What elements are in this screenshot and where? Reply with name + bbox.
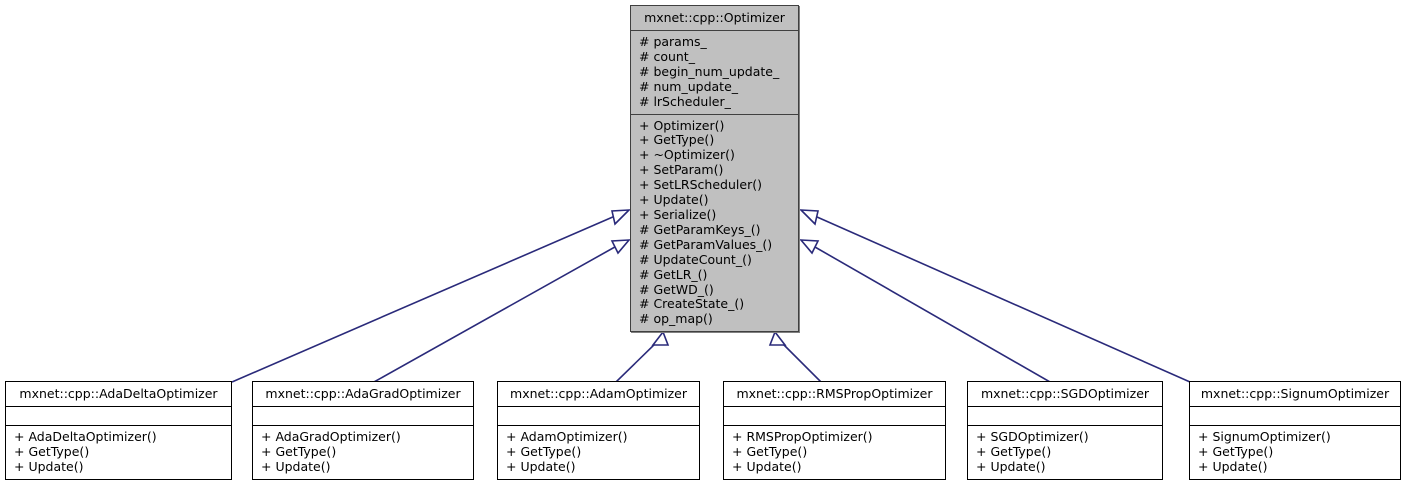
method-item: # CreateState_() bbox=[639, 296, 745, 312]
method-item: + Update() bbox=[976, 458, 1046, 474]
method-item: + GetType() bbox=[732, 443, 808, 459]
edge-adadelta-to-optimizer bbox=[231, 209, 632, 383]
class-title-adadeltaoptimizer: mxnet::cpp::AdaDeltaOptimizer bbox=[6, 382, 231, 407]
class-attributes-adadeltaoptimizer bbox=[6, 407, 231, 426]
method-item: + Update() bbox=[639, 192, 709, 208]
class-title-optimizer: mxnet::cpp::Optimizer bbox=[631, 6, 798, 31]
edge-sgd-to-optimizer bbox=[799, 239, 1051, 383]
class-box-adagradoptimizer[interactable]: mxnet::cpp::AdaGradOptimizer + AdaGradOp… bbox=[252, 381, 474, 480]
class-title-adagradoptimizer: mxnet::cpp::AdaGradOptimizer bbox=[253, 382, 473, 407]
class-box-adamoptimizer[interactable]: mxnet::cpp::AdamOptimizer + AdamOptimize… bbox=[497, 381, 700, 480]
method-item: + Update() bbox=[1198, 458, 1268, 474]
method-item: # GetLR_() bbox=[639, 266, 708, 282]
method-item: # GetParamKeys_() bbox=[639, 221, 761, 237]
method-item: + Update() bbox=[506, 458, 576, 474]
method-item: + AdaGradOptimizer() bbox=[261, 429, 401, 444]
method-item: + SignumOptimizer() bbox=[1198, 429, 1331, 444]
class-title-adamoptimizer: mxnet::cpp::AdamOptimizer bbox=[498, 382, 699, 407]
class-methods-adamoptimizer: + AdamOptimizer() + GetType() + Update() bbox=[498, 426, 699, 479]
method-item: + Update() bbox=[261, 458, 331, 474]
class-title-sgdoptimizer: mxnet::cpp::SGDOptimizer bbox=[968, 382, 1162, 407]
class-attributes-rmspropoptimizer bbox=[724, 407, 945, 426]
attribute-item: # num_update_ bbox=[639, 78, 739, 94]
attribute-item: # lrScheduler_ bbox=[639, 93, 731, 109]
class-methods-rmspropoptimizer: + RMSPropOptimizer() + GetType() + Updat… bbox=[724, 426, 945, 479]
class-box-rmspropoptimizer[interactable]: mxnet::cpp::RMSPropOptimizer + RMSPropOp… bbox=[723, 381, 946, 480]
method-item: # GetWD_() bbox=[639, 281, 714, 297]
method-item: # GetParamValues_() bbox=[639, 236, 773, 252]
class-attributes-sgdoptimizer bbox=[968, 407, 1162, 426]
method-item: + SetParam() bbox=[639, 162, 724, 178]
method-item: + GetType() bbox=[261, 443, 337, 459]
class-box-optimizer[interactable]: mxnet::cpp::Optimizer # params_ # count_… bbox=[630, 5, 799, 333]
method-item: + Update() bbox=[732, 458, 802, 474]
class-attributes-adagradoptimizer bbox=[253, 407, 473, 426]
method-item: + GetType() bbox=[1198, 443, 1274, 459]
method-item: + RMSPropOptimizer() bbox=[732, 429, 873, 444]
edge-rmsprop-to-optimizer bbox=[768, 330, 822, 383]
method-item: + AdaDeltaOptimizer() bbox=[14, 429, 157, 444]
method-item: + ~Optimizer() bbox=[639, 147, 735, 163]
edge-adam-to-optimizer bbox=[615, 330, 670, 383]
class-methods-optimizer: + Optimizer() + GetType() + ~Optimizer()… bbox=[631, 115, 798, 332]
attribute-item: # params_ bbox=[639, 34, 707, 49]
class-box-signumoptimizer[interactable]: mxnet::cpp::SignumOptimizer + SignumOpti… bbox=[1189, 381, 1401, 480]
method-item: + GetType() bbox=[506, 443, 582, 459]
method-item: + AdamOptimizer() bbox=[506, 429, 628, 444]
class-box-sgdoptimizer[interactable]: mxnet::cpp::SGDOptimizer + SGDOptimizer(… bbox=[967, 381, 1163, 480]
method-item: + SGDOptimizer() bbox=[976, 429, 1089, 444]
class-methods-adagradoptimizer: + AdaGradOptimizer() + GetType() + Updat… bbox=[253, 426, 473, 479]
class-methods-signumoptimizer: + SignumOptimizer() + GetType() + Update… bbox=[1190, 426, 1400, 479]
method-item: + GetType() bbox=[639, 132, 715, 148]
edge-signum-to-optimizer bbox=[798, 209, 1191, 383]
attribute-item: # begin_num_update_ bbox=[639, 63, 780, 79]
attribute-item: # count_ bbox=[639, 48, 695, 64]
method-item: + Update() bbox=[14, 458, 84, 474]
class-title-rmspropoptimizer: mxnet::cpp::RMSPropOptimizer bbox=[724, 382, 945, 407]
class-attributes-optimizer: # params_ # count_ # begin_num_update_ #… bbox=[631, 31, 798, 115]
class-attributes-adamoptimizer bbox=[498, 407, 699, 426]
class-attributes-signumoptimizer bbox=[1190, 407, 1400, 426]
method-item: + Serialize() bbox=[639, 206, 717, 222]
class-methods-sgdoptimizer: + SGDOptimizer() + GetType() + Update() bbox=[968, 426, 1162, 479]
method-item: # op_map() bbox=[639, 311, 713, 327]
class-title-signumoptimizer: mxnet::cpp::SignumOptimizer bbox=[1190, 382, 1400, 407]
method-item: + GetType() bbox=[14, 443, 90, 459]
method-item: + SetLRScheduler() bbox=[639, 177, 762, 193]
method-item: + GetType() bbox=[976, 443, 1052, 459]
method-item: # UpdateCount_() bbox=[639, 251, 752, 267]
class-box-adadeltaoptimizer[interactable]: mxnet::cpp::AdaDeltaOptimizer + AdaDelta… bbox=[5, 381, 232, 480]
method-item: + Optimizer() bbox=[639, 117, 725, 133]
class-methods-adadeltaoptimizer: + AdaDeltaOptimizer() + GetType() + Upda… bbox=[6, 426, 231, 479]
edge-adagrad-to-optimizer bbox=[373, 239, 631, 383]
